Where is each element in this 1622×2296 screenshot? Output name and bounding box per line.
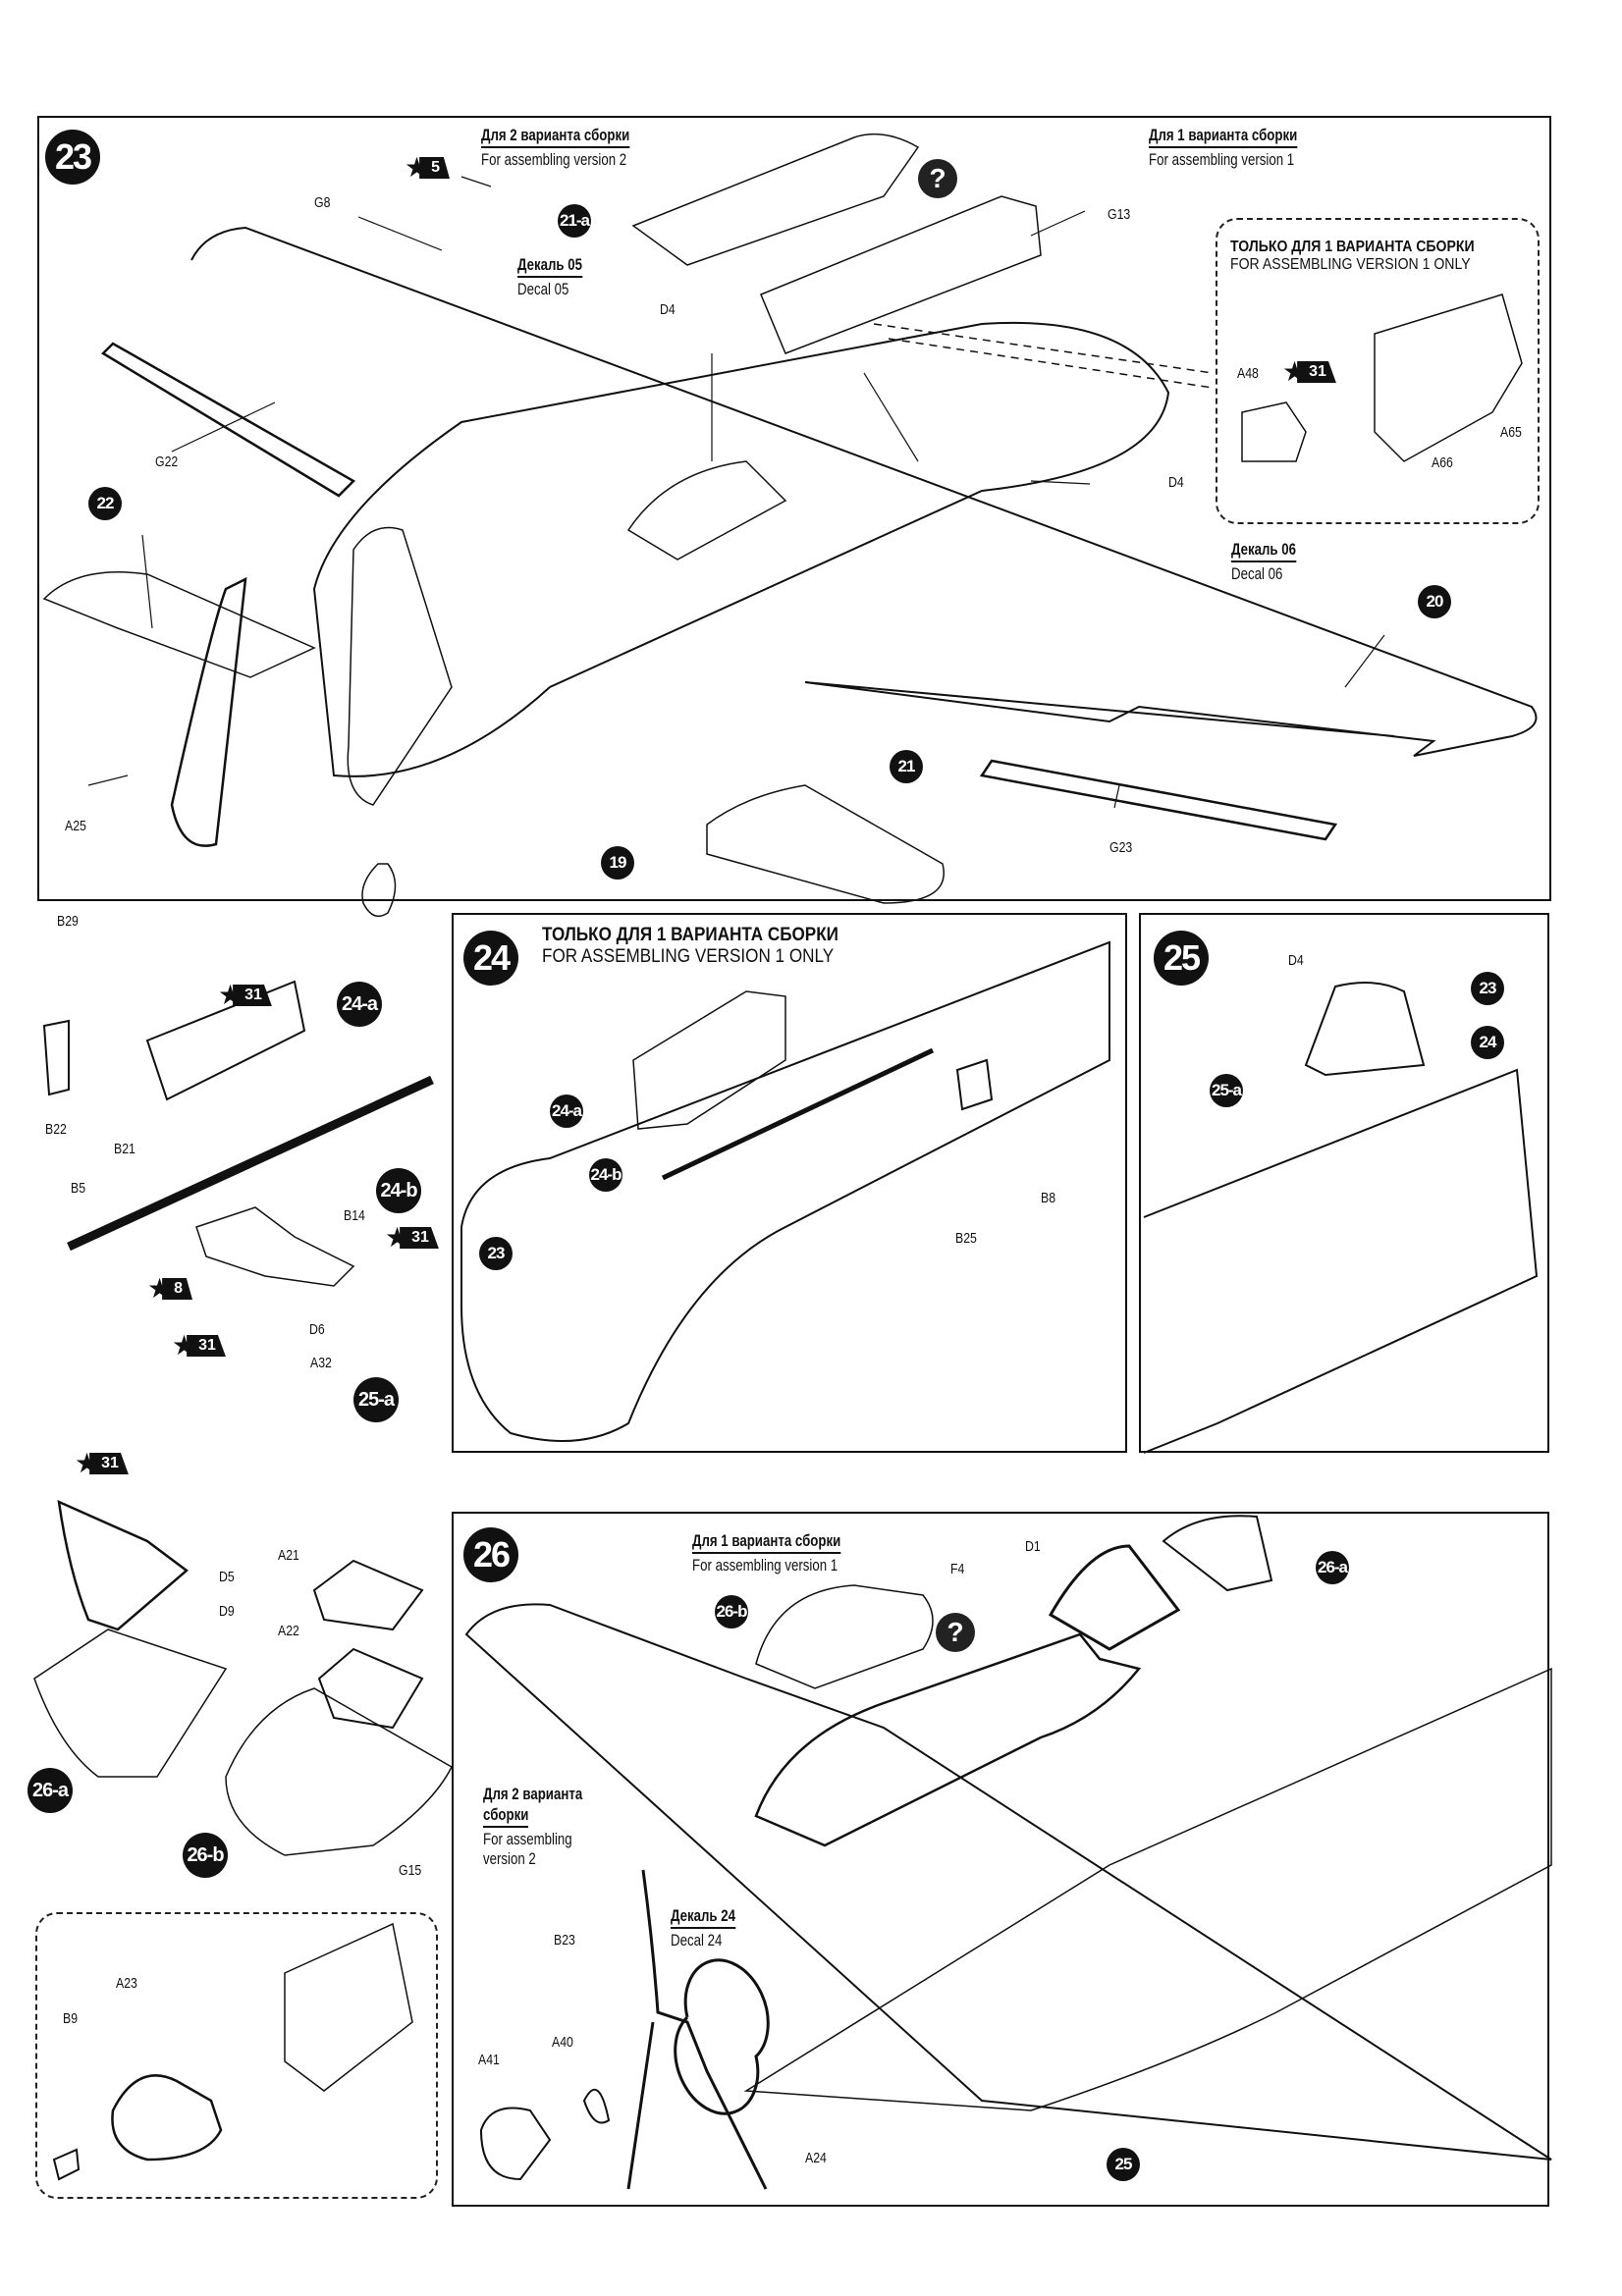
ref-23-step24: 23 bbox=[479, 1237, 513, 1270]
step-26-panel bbox=[452, 1512, 1549, 2207]
inset-propeller bbox=[35, 1912, 438, 2199]
part-label-G23: G23 bbox=[1109, 839, 1133, 856]
part-label-A23: A23 bbox=[116, 1975, 137, 1992]
ref-23-step25: 23 bbox=[1471, 972, 1504, 1005]
star-icon: ★ bbox=[147, 1273, 173, 1304]
unknown-marker-26: ? bbox=[936, 1613, 975, 1652]
star-icon: ★ bbox=[172, 1330, 197, 1361]
ref-19: 19 bbox=[601, 846, 634, 880]
part-label-G22: G22 bbox=[155, 454, 179, 470]
paint-marker-5: ★ 5 bbox=[405, 152, 451, 183]
paint-marker-31-inset: ★ 31 bbox=[1282, 356, 1336, 387]
ref-24-b-step24: 24-b bbox=[589, 1158, 622, 1192]
part-label-A65: A65 bbox=[1500, 424, 1522, 441]
part-label-A24: A24 bbox=[805, 2150, 827, 2166]
ref-24-a-step24: 24-a bbox=[550, 1095, 583, 1128]
ref-21: 21 bbox=[890, 750, 923, 783]
star-icon: ★ bbox=[405, 152, 430, 183]
part-label-G13: G13 bbox=[1108, 206, 1131, 223]
ref-21-a: 21-a bbox=[558, 204, 591, 238]
part-label-B14: B14 bbox=[344, 1207, 365, 1224]
ref-26-b: 26-b bbox=[183, 1833, 228, 1878]
ref-26-a-step26: 26-a bbox=[1316, 1551, 1349, 1584]
part-label-B5: B5 bbox=[71, 1180, 86, 1197]
part-label-B25: B25 bbox=[955, 1230, 977, 1247]
bracket-B14 bbox=[195, 1206, 355, 1287]
part-label-D4-step25: D4 bbox=[1288, 952, 1304, 969]
step-24-panel bbox=[452, 913, 1127, 1453]
part-label-F4: F4 bbox=[950, 1561, 965, 1577]
ref-25-a-step25: 25-a bbox=[1210, 1074, 1243, 1107]
part-label-A21: A21 bbox=[278, 1547, 299, 1564]
paint-marker-31-24b: ★ 31 bbox=[385, 1222, 439, 1253]
part-label-D4-top: D4 bbox=[660, 301, 676, 318]
version2-note-23: Для 2 варианта сборки For assembling ver… bbox=[481, 126, 630, 169]
decal-05-note: Декаль 05 Decal 05 bbox=[517, 255, 583, 298]
version1-note-26: Для 1 варианта сборки For assembling ver… bbox=[692, 1531, 841, 1575]
panel-G15 bbox=[225, 1687, 453, 1856]
part-label-D6: D6 bbox=[309, 1321, 325, 1338]
ref-26-b-step26: 26-b bbox=[715, 1595, 748, 1629]
part-label-B8: B8 bbox=[1041, 1190, 1056, 1206]
panel-A22 bbox=[317, 1647, 424, 1730]
ref-25-step26: 25 bbox=[1107, 2148, 1140, 2181]
part-label-D4-mid: D4 bbox=[1168, 474, 1184, 491]
step-number-25: 25 bbox=[1154, 931, 1209, 986]
star-icon: ★ bbox=[218, 980, 243, 1010]
part-label-G8: G8 bbox=[314, 194, 331, 211]
part-label-A66: A66 bbox=[1432, 454, 1453, 471]
paint-marker-31-24a: ★ 31 bbox=[218, 980, 272, 1010]
windscreen-D9 bbox=[33, 1629, 228, 1778]
step-number-24: 24 bbox=[463, 931, 518, 986]
inset-heading-23: ТОЛЬКО ДЛЯ 1 ВАРИАНТА СБОРКИ FOR ASSEMBL… bbox=[1230, 239, 1475, 273]
ref-25-a: 25-a bbox=[353, 1377, 399, 1422]
part-label-B23: B23 bbox=[554, 1932, 575, 1949]
part-label-D9: D9 bbox=[219, 1603, 235, 1620]
part-label-D1: D1 bbox=[1025, 1538, 1041, 1555]
unknown-marker-23: ? bbox=[918, 159, 957, 198]
paint-marker-31-26a: ★ 31 bbox=[75, 1448, 129, 1478]
part-label-D5: D5 bbox=[219, 1569, 235, 1585]
part-label-A22: A22 bbox=[278, 1623, 299, 1639]
part-label-B21: B21 bbox=[114, 1141, 135, 1157]
decal-24-note: Декаль 24 Decal 24 bbox=[671, 1906, 736, 1949]
star-icon: ★ bbox=[1282, 356, 1308, 387]
part-label-A41: A41 bbox=[478, 2052, 500, 2068]
ref-26-a: 26-a bbox=[27, 1768, 73, 1813]
ammo-box-B22 bbox=[42, 1019, 70, 1096]
ref-22: 22 bbox=[88, 487, 122, 520]
part-label-B29: B29 bbox=[57, 913, 79, 930]
step-23-panel bbox=[37, 116, 1551, 901]
part-label-A25: A25 bbox=[65, 818, 86, 834]
paint-marker-31-25a: ★ 31 bbox=[172, 1330, 226, 1361]
part-label-A40: A40 bbox=[552, 2034, 573, 2051]
step-number-26: 26 bbox=[463, 1527, 518, 1582]
version1-note-23: Для 1 варианта сборки For assembling ver… bbox=[1149, 126, 1298, 169]
ref-24-step25: 24 bbox=[1471, 1026, 1504, 1059]
gun-B5 bbox=[67, 1075, 434, 1252]
step-24-heading: ТОЛЬКО ДЛЯ 1 ВАРИАНТА СБОРКИ FOR ASSEMBL… bbox=[542, 925, 838, 967]
step-number-23: 23 bbox=[45, 130, 100, 185]
version2-note-26: Для 2 варианта сборки For assembling ver… bbox=[483, 1785, 583, 1868]
instrument-A21 bbox=[312, 1559, 424, 1631]
star-icon: ★ bbox=[75, 1448, 100, 1478]
ref-24-b: 24-b bbox=[376, 1168, 421, 1213]
ref-24-a: 24-a bbox=[337, 982, 382, 1027]
part-label-A32: A32 bbox=[310, 1355, 332, 1371]
inset-version1-only bbox=[1216, 218, 1540, 524]
decal-06-note: Декаль 06 Decal 06 bbox=[1231, 540, 1297, 583]
part-label-G15: G15 bbox=[399, 1862, 422, 1879]
paint-marker-8: ★ 8 bbox=[147, 1273, 193, 1304]
part-label-B9: B9 bbox=[63, 2010, 79, 2027]
armor-seat-D5 bbox=[57, 1499, 189, 1631]
part-label-A48: A48 bbox=[1237, 365, 1259, 382]
ref-20: 20 bbox=[1418, 585, 1451, 618]
part-label-B22: B22 bbox=[45, 1121, 67, 1138]
star-icon: ★ bbox=[385, 1222, 410, 1253]
step-25-panel bbox=[1139, 913, 1549, 1453]
